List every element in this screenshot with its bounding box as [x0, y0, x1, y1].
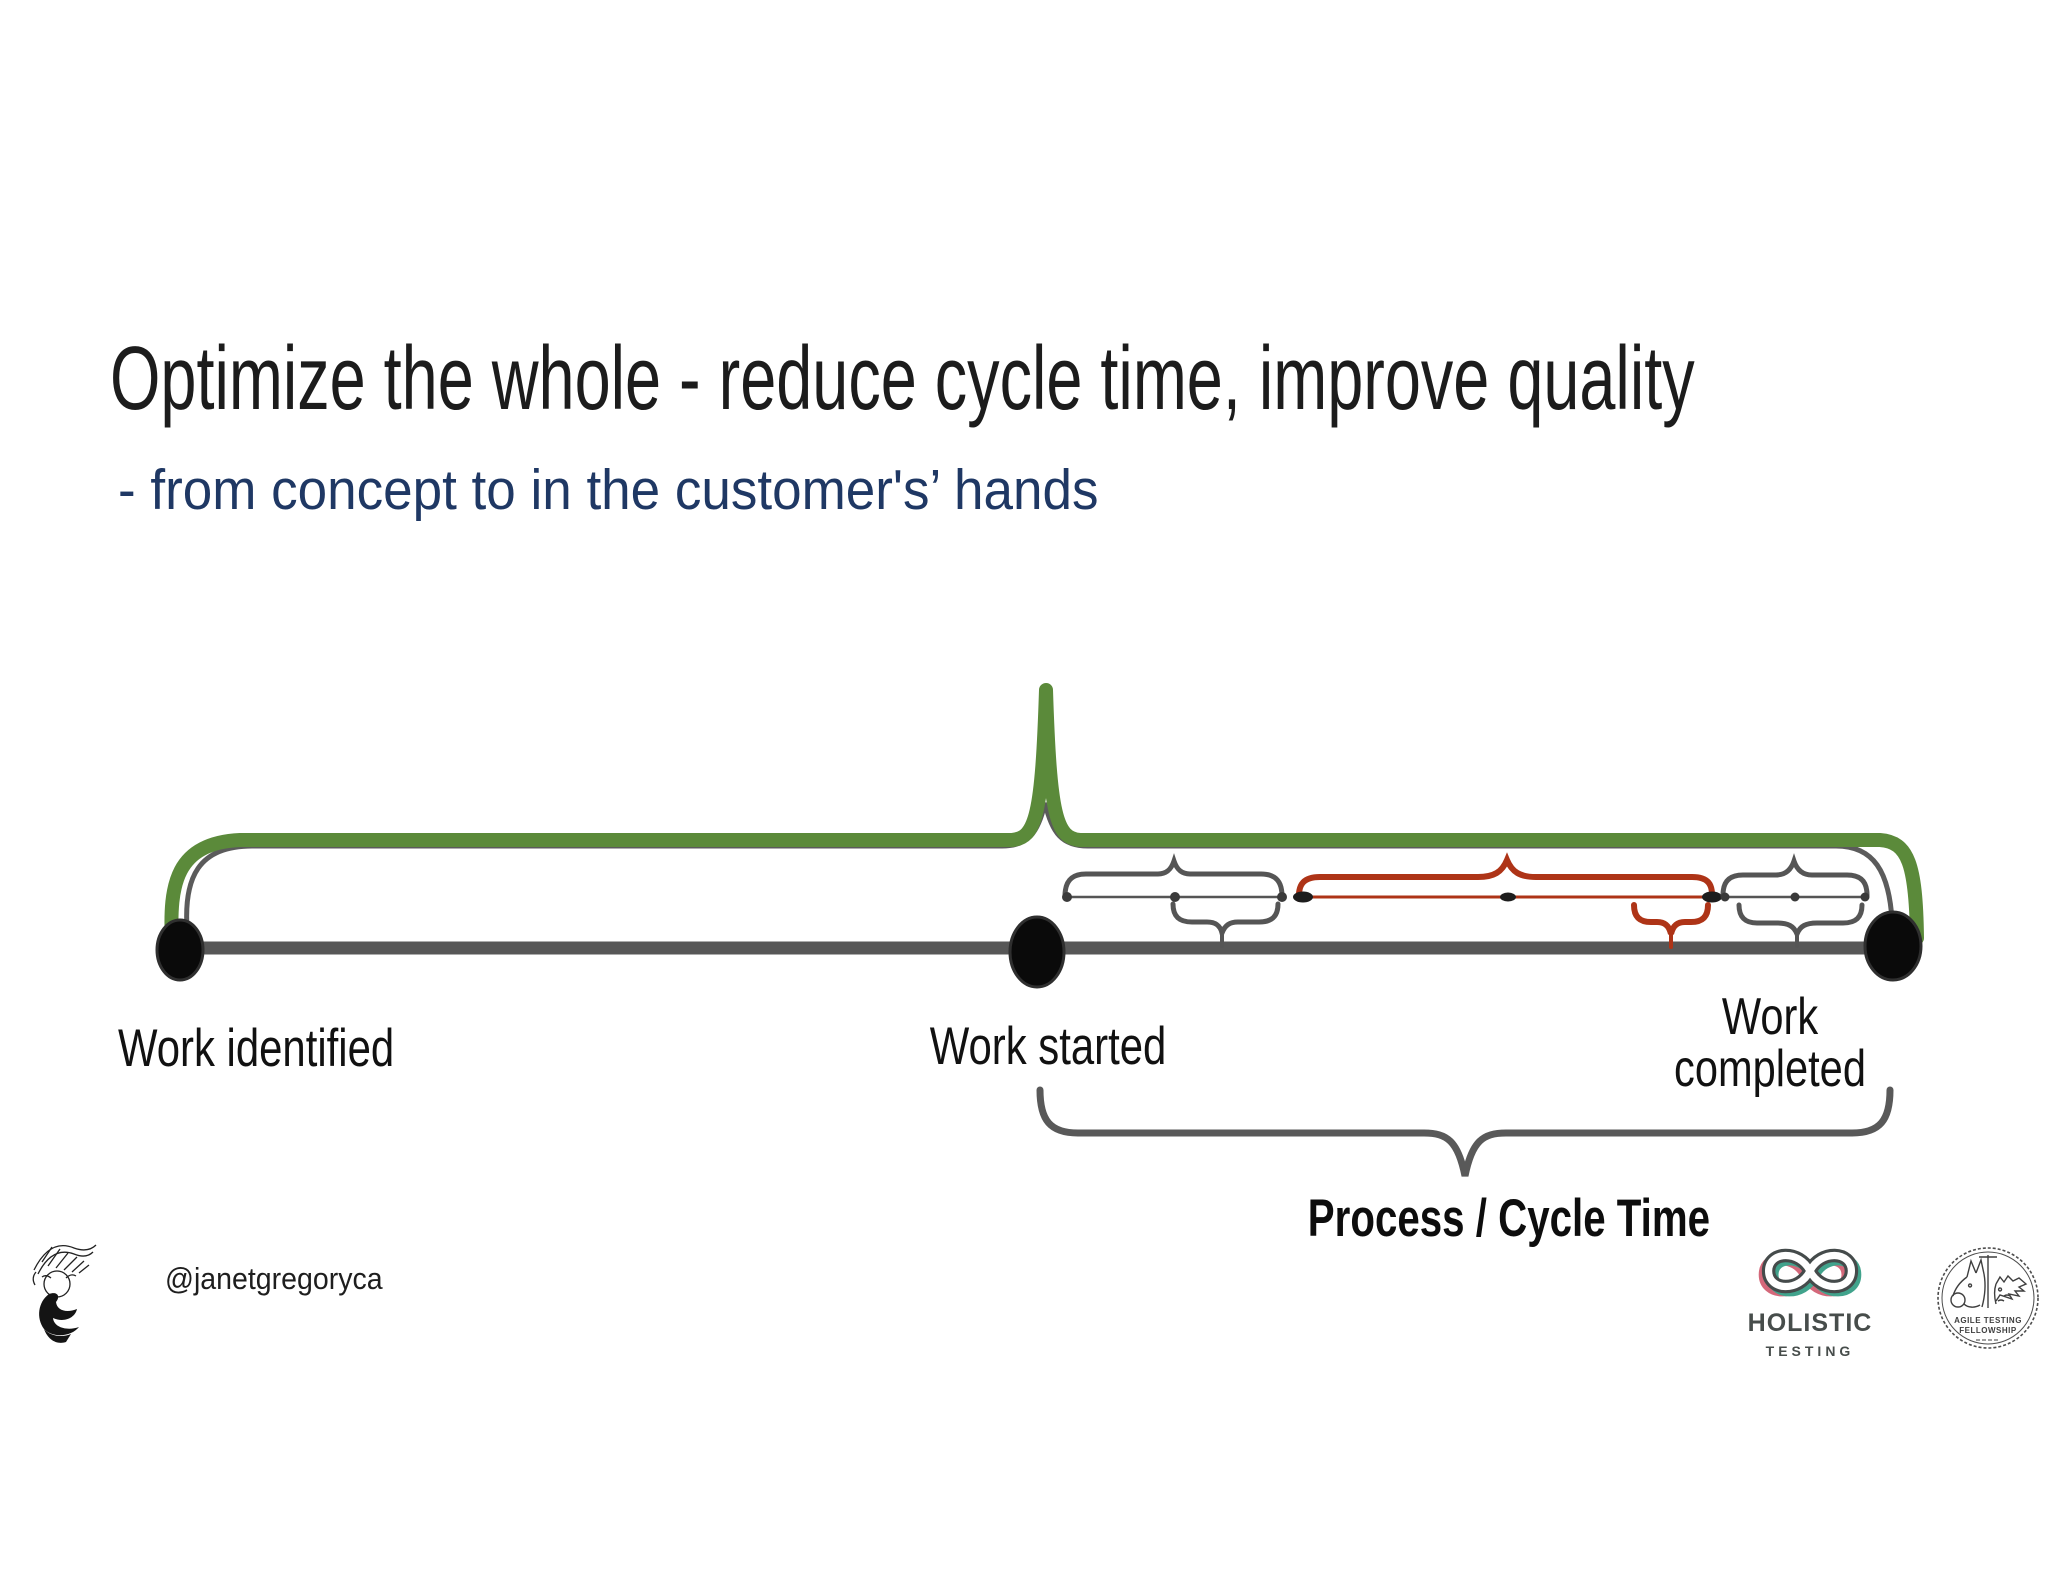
process-cycle-time-label: Process / Cycle Time: [1307, 1189, 1711, 1248]
milestone-dots: [155, 910, 1923, 989]
social-handle: @janetgregoryca: [165, 1261, 383, 1296]
infinity-icon: [1758, 1248, 1862, 1297]
milestone-dot-started: [1008, 915, 1066, 989]
badge-text-line1: AGILE TESTING: [1954, 1316, 2022, 1325]
milestone-dot-identified: [155, 918, 205, 982]
fellowship-badge-icon: AGILE TESTING FELLOWSHIP: [1937, 1247, 2039, 1349]
iteration-dots-gray-2: [1720, 892, 1870, 902]
iteration-bracket-gray-1: [1062, 853, 1285, 948]
process-bracket: [1036, 1086, 1894, 1177]
milestone-label-work-completed: Work completed: [1674, 988, 1866, 1098]
whole-green-brace: [164, 683, 1924, 949]
milestone-label-work-identified: Work identified: [118, 1019, 395, 1078]
badge-text-line2: FELLOWSHIP: [1959, 1326, 2017, 1335]
holistic-testing-logo: HOLISTIC TESTING: [1744, 1242, 1876, 1358]
milestone-label-work-started: Work started: [929, 1017, 1167, 1076]
iteration-bracket-red: [1295, 852, 1716, 949]
dragon-sketch-icon: [32, 1244, 97, 1343]
milestone-dot-completed: [1863, 910, 1923, 982]
iteration-dots-red: [1293, 891, 1722, 903]
page-title: Optimize the whole - reduce cycle time, …: [110, 329, 1695, 429]
holistic-logo-line2: TESTING: [1765, 1343, 1855, 1359]
iteration-bracket-gray-2: [1720, 853, 1870, 948]
holistic-logo-line1: HOLISTIC: [1747, 1309, 1873, 1337]
page-subtitle: - from concept to in the customer's’ han…: [118, 458, 1099, 522]
iteration-dots-gray-1: [1062, 892, 1287, 902]
